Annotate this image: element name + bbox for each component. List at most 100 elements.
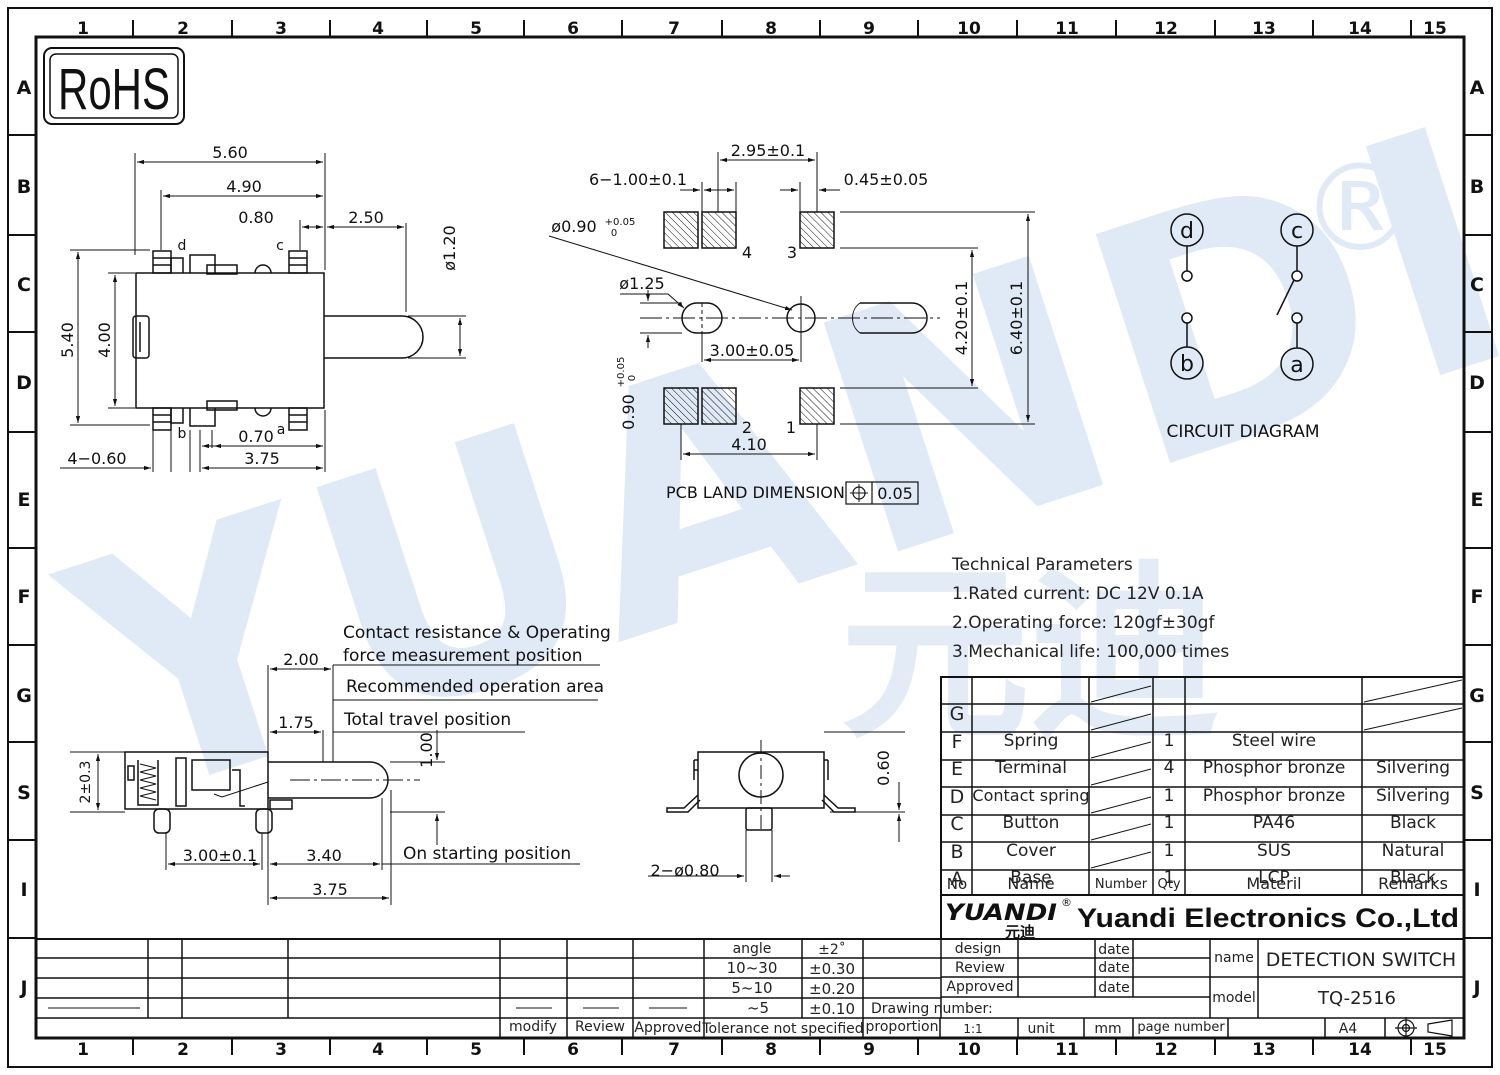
watermark-cn: 元迪 [840,544,1220,765]
company-logo-cn: 元迪 [1005,923,1035,941]
tol-range-1-label: 10~30 [727,959,778,977]
bom-row-remarks-e: Silvering [1376,758,1450,778]
bom-row-name-b: Cover [1006,841,1056,861]
design-label: design [955,941,1001,957]
frame-row-left-F: F [18,586,31,608]
frame-col-top-2: 2 [177,19,189,39]
front-dim-height: 0.60 [874,750,893,786]
frame-col-bottom-15: 15 [1423,1040,1447,1060]
pad-number-2: 2 [742,418,752,437]
note-recommended: Recommended operation area [346,677,604,697]
bom-row-remarks-b: Natural [1382,841,1445,861]
circuit-diagram [1170,213,1314,381]
bom-row-name-c: Button [1003,813,1060,833]
unit-value: mm [1094,1021,1121,1037]
frame-col-bottom-3: 3 [275,1040,287,1060]
tol-range-2-label: 5~10 [731,979,772,997]
rohs-mark: RoHS [43,47,185,125]
bom-row-remarks-c: Black [1390,813,1436,833]
title-block-text: angle ±2˚ 10~30 ±0.30 5~10 ±0.20 ~5 ±0.1… [509,941,1456,1037]
bom-row-material-d: Phosphor bronze [1203,786,1346,806]
pcb-dim-inner-span: 4.20±0.1 [952,281,971,355]
pcb-land [548,152,1035,460]
side-dim-start: 3.40 [306,846,342,865]
frame-col-top-6: 6 [567,19,579,39]
bom-row-id-g: G [950,703,965,725]
pcb-dim-pad-span: 4.10 [731,435,767,454]
bom-row-name-f: Spring [1004,731,1059,751]
drawing-number-label: Drawing number: [871,1001,993,1017]
dim-height: 5.40 [58,322,77,358]
top-view-labels: 5.60 4.90 0.80 2.50 ø1.20 5.40 4.00 4−0.… [58,143,459,468]
dim-actuator-length: 2.50 [348,208,384,227]
frame-row-left-G: G [16,685,32,707]
note-total-travel: Total travel position [343,710,511,730]
dim-actuator-dia: ø1.20 [440,225,459,270]
frame-col-bottom-7: 7 [668,1040,680,1060]
bom-row-material-a: LCP [1258,868,1290,888]
tol-angle-label: angle [733,941,772,957]
side-dim-height: 2±0.3 [78,761,94,804]
unit-label: unit [1027,1021,1055,1037]
technical-parameters: Technical Parameters 1.Rated current: DC… [951,555,1229,662]
bom-row-id-d: D [950,786,965,808]
review-date-label: date [1098,960,1130,976]
rev-modify: modify [509,1019,557,1035]
side-dim-actuator: 1.00 [417,732,436,768]
frame-labels: 1122334455667788991010111112121313141415… [8,19,1492,1060]
bom-row-id-b: B [950,841,963,863]
note-start: On starting position [403,844,571,864]
bom-row-id-a: A [951,868,964,890]
pcb-dim-outer-span: 6.40±0.1 [1007,281,1026,355]
frame-col-top-13: 13 [1252,19,1276,39]
note-contact-1: Contact resistance & Operating [343,623,611,643]
dim-pin-width: 4−0.60 [67,449,126,468]
company-logo-reg: ® [1061,896,1072,909]
frame-col-top-8: 8 [765,19,777,39]
pad-number-3: 3 [787,243,797,262]
rev-approved: Approved [634,1020,701,1036]
rev-review: Review [575,1019,625,1035]
bom-row-material-c: PA46 [1253,813,1295,833]
frame-row-right-S: S [1470,782,1484,804]
dim-pin-offset: 0.80 [238,208,274,227]
name-label: name [1214,950,1254,966]
tol-caption: Tolerance not specified [701,1021,863,1037]
circuit-labels: d c b a CIRCUIT DIAGRAM [1167,219,1320,442]
frame-row-right-B: B [1470,176,1484,198]
frame-col-bottom-11: 11 [1055,1040,1079,1060]
frame-col-bottom-10: 10 [957,1040,981,1060]
side-dim-post-pitch: 3.00±0.1 [183,846,257,865]
pcb-dim-slot-tol-minus: 0 [627,375,638,381]
pcb-dim-pad-gap: 0.45±0.05 [844,170,929,189]
size-value: A4 [1339,1021,1358,1037]
tol-range-1-value: ±0.30 [809,960,855,978]
review-label: Review [955,960,1005,976]
pcb-dim-slot-tol-plus: +0.05 [616,357,627,388]
pin-label-b: b [178,426,187,442]
frame-row-left-C: C [17,274,31,296]
frame-col-bottom-2: 2 [177,1040,189,1060]
page-number-label: page number [1137,1020,1225,1035]
bom-row-name-e: Terminal [994,758,1067,778]
bom-row-qty-a: 1 [1164,868,1175,888]
dim-width: 5.60 [212,143,248,162]
frame-col-bottom-4: 4 [372,1040,384,1060]
frame-col-top-4: 4 [372,19,384,39]
frame-row-right-I: I [1473,879,1480,901]
side-view-labels: 2.00 1.75 1.00 2±0.3 3.00±0.1 3.40 3.75 … [78,623,611,899]
bom-header-number: Number [1095,877,1148,892]
bom-row-qty-d: 1 [1164,786,1175,806]
name-value: DETECTION SWITCH [1266,949,1456,971]
frame-col-top-14: 14 [1348,19,1372,39]
side-view [70,664,600,905]
bom-row-id-f: F [952,731,963,753]
circuit-terminal-c: c [1291,219,1303,244]
tol-range-2-value: ±0.20 [809,980,855,998]
pcb-dim-pitch: 2.95±0.1 [731,141,805,160]
circuit-terminal-a: a [1290,353,1303,378]
frame-row-right-G: G [1469,685,1485,707]
side-dim-travel: 1.75 [278,713,314,732]
pcb-dim-slot: ø1.25 [619,274,664,293]
